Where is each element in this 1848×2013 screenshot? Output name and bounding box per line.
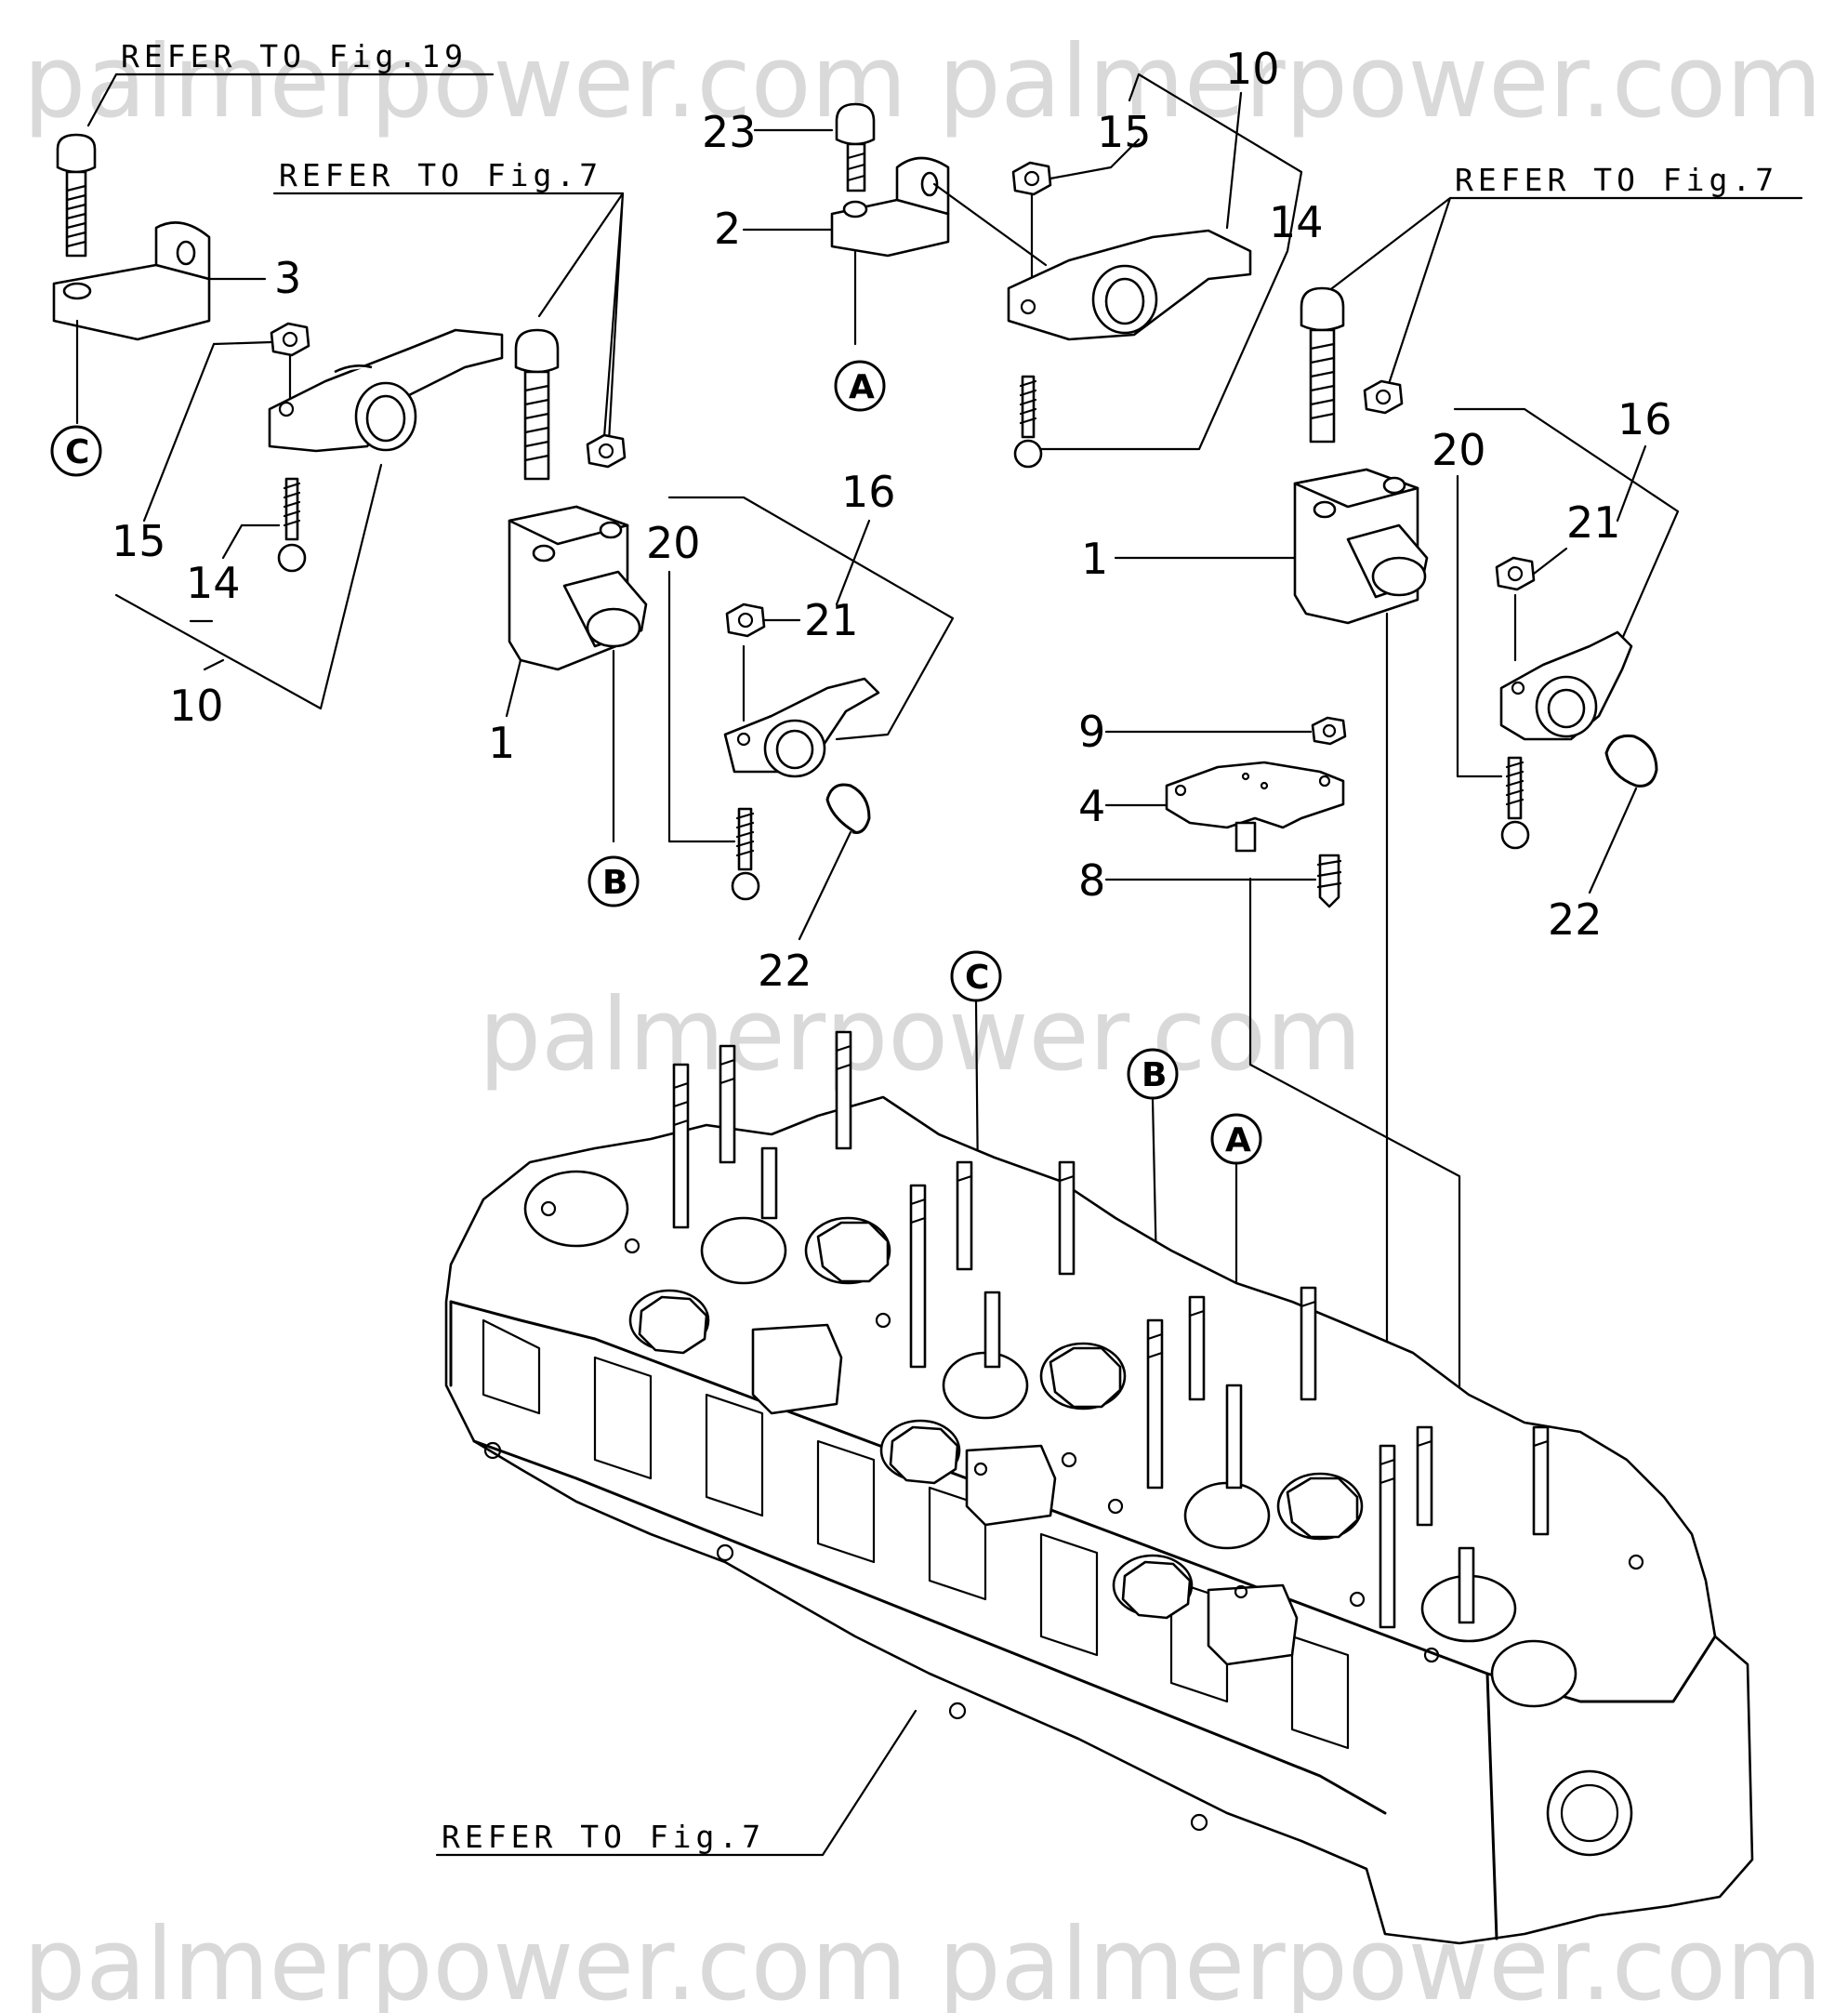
head-markers: C B A xyxy=(950,950,1262,1592)
callout-4: 4 xyxy=(1078,781,1105,831)
marker-b-head xyxy=(1127,1048,1179,1100)
marker-c-head-letter: C xyxy=(965,959,989,997)
marker-c-top-letter: C xyxy=(65,433,89,471)
callout-3: 3 xyxy=(274,253,301,303)
shaft-support-1-left xyxy=(508,505,648,671)
rocker-arm-mid xyxy=(723,677,880,778)
callout-22-mid: 22 xyxy=(758,946,812,996)
ref-fig19-label: REFER TO Fig.19 xyxy=(121,38,468,74)
ref-fig7-bottom-label: REFER TO Fig.7 xyxy=(442,1819,765,1855)
callout-21-mid: 21 xyxy=(804,595,859,645)
ref-fig7-left-label: REFER TO Fig.7 xyxy=(279,157,602,193)
right-assembly: 1 20 16 21 22 xyxy=(1081,286,1680,1448)
reference-labels: REFER TO Fig.19 REFER TO Fig.7 REFER TO … xyxy=(86,38,1803,1857)
callout-9: 9 xyxy=(1078,707,1105,757)
callout-16-mid: 16 xyxy=(841,467,896,517)
callout-8: 8 xyxy=(1078,855,1105,906)
spring-22-mid xyxy=(825,783,871,834)
spring-22-right xyxy=(1604,734,1658,788)
marker-c-top xyxy=(50,425,102,477)
nut-15-left xyxy=(270,322,310,357)
shaft-support-1-right xyxy=(1293,468,1429,625)
adjust-screw-8 xyxy=(1316,854,1342,908)
nut-right-fig7 xyxy=(1363,379,1404,415)
bridge-4 xyxy=(1165,761,1345,853)
bracket-2 xyxy=(830,156,950,258)
callout-2: 2 xyxy=(714,204,741,254)
callout-10-top: 10 xyxy=(1225,44,1280,94)
top-center-assembly: 23 2 A 15 xyxy=(702,44,1324,469)
callout-23: 23 xyxy=(702,107,757,157)
callout-10-left: 10 xyxy=(169,681,224,731)
marker-c-head xyxy=(950,950,1002,1002)
callout-15-left: 15 xyxy=(112,516,166,566)
marker-a-top xyxy=(834,360,886,412)
bolt-23 xyxy=(835,102,876,192)
long-bolt-left xyxy=(514,328,560,481)
bracket-3 xyxy=(52,221,211,341)
callout-14-top: 14 xyxy=(1269,197,1324,247)
adjust-screw-14-top xyxy=(1013,375,1043,469)
rocker-arm-right xyxy=(1499,630,1633,741)
middle-assembly: 20 16 21 22 xyxy=(646,467,955,996)
head-studs xyxy=(672,1030,1550,1629)
callout-21-right: 21 xyxy=(1566,497,1621,548)
long-bolt-right xyxy=(1300,286,1345,444)
adjust-screw-mid xyxy=(731,807,760,901)
marker-b-head-letter: B xyxy=(1142,1056,1167,1094)
callout-1-right: 1 xyxy=(1081,534,1108,584)
callout-14-left: 14 xyxy=(186,558,241,608)
nut-15-top xyxy=(1011,161,1052,196)
nut-21-mid xyxy=(725,603,766,638)
bolt-fig19 xyxy=(56,133,97,258)
ref-fig7-right-label: REFER TO Fig.7 xyxy=(1455,162,1778,198)
nut-21-right xyxy=(1495,556,1536,591)
watermark-top: palmerpower.com palmerpower.com xyxy=(23,24,1822,140)
rocker-arm-top xyxy=(1007,229,1252,341)
callout-16-right: 16 xyxy=(1617,394,1672,444)
nut-left-fig7 xyxy=(586,433,627,469)
marker-a-head-letter: A xyxy=(1225,1121,1251,1159)
rocker-arm-left xyxy=(268,328,504,453)
marker-a-top-letter: A xyxy=(849,368,875,406)
marker-a-head xyxy=(1210,1113,1262,1165)
marker-b-top-letter: B xyxy=(602,864,627,902)
watermark-middle: palmerpower.com xyxy=(479,977,1362,1093)
callout-1-left: 1 xyxy=(488,718,515,768)
callout-20-right: 20 xyxy=(1432,425,1486,475)
nut-9 xyxy=(1311,716,1347,746)
marker-b-top xyxy=(587,855,640,907)
callout-15-top: 15 xyxy=(1097,107,1152,157)
watermark-group: palmerpower.com palmerpower.com palmerpo… xyxy=(23,24,1822,2013)
bridge-assembly: 9 4 8 xyxy=(1078,707,1461,1536)
cylinder-head xyxy=(444,1030,1754,1945)
callout-20-mid: 20 xyxy=(646,518,701,568)
adjust-screw-14-left xyxy=(277,477,307,573)
top-left-assembly: 3 C 15 14 10 xyxy=(50,133,648,907)
adjust-screw-right xyxy=(1500,756,1530,850)
callout-22-right: 22 xyxy=(1548,894,1603,945)
